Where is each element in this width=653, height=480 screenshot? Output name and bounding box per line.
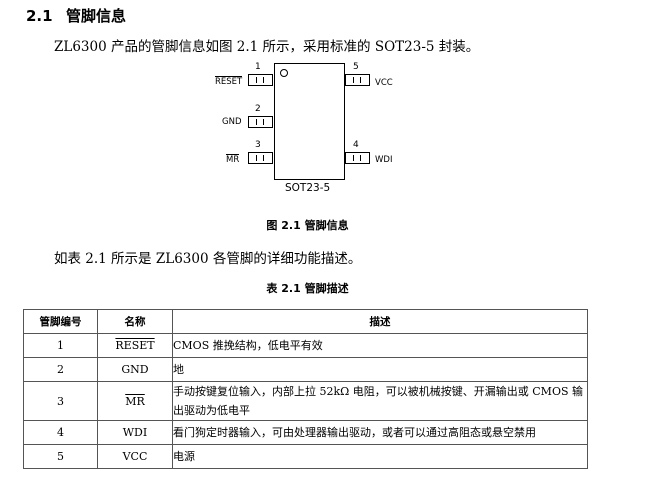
cell-pin-name: RESET xyxy=(115,339,155,352)
package-label: SOT23-5 xyxy=(285,182,331,194)
section-heading: 2.1 管脚信息 xyxy=(26,5,126,26)
cell-description: 地 xyxy=(172,357,588,382)
table-row: 5 VCC 电源 xyxy=(23,444,588,469)
pin-4-name: WDI xyxy=(375,155,393,165)
pin1-indicator-dot xyxy=(280,69,288,77)
cell-pin-name: GND xyxy=(97,357,173,382)
pin-3-name: MR xyxy=(226,154,240,165)
cell-pin-number: 2 xyxy=(23,357,98,382)
table-row: 3 MR 手动按键复位输入，内部上拉 52kΩ 电阻，可以被机械按键、开漏输出或… xyxy=(23,381,588,421)
pin-3-lead xyxy=(248,152,273,164)
header-description: 描述 xyxy=(172,309,588,334)
cell-description: 看门狗定时器输入，可由处理器输出驱动，或者可以通过高阻态或悬空禁用 xyxy=(172,420,588,445)
cell-pin-number: 4 xyxy=(23,420,98,445)
chip-body xyxy=(274,63,345,180)
cell-pin-number: 5 xyxy=(23,444,98,469)
section-number: 2.1 xyxy=(26,7,53,25)
cell-pin-number: 3 xyxy=(23,381,98,421)
section-title: 管脚信息 xyxy=(66,7,127,25)
header-name: 名称 xyxy=(97,309,173,334)
pin-description-table: 管脚编号 名称 描述 1 RESET CMOS 推挽结构，低电平有效 2 GND… xyxy=(23,309,588,469)
pin-4-number: 4 xyxy=(353,140,359,150)
cell-pin-name: VCC xyxy=(97,444,173,469)
table-row: 4 WDI 看门狗定时器输入，可由处理器输出驱动，或者可以通过高阻态或悬空禁用 xyxy=(23,420,588,445)
table-caption: 表 2.1 管脚描述 xyxy=(266,282,349,295)
pin-1-number: 1 xyxy=(255,62,261,72)
cell-pin-name: WDI xyxy=(97,420,173,445)
intro-paragraph: ZL6300 产品的管脚信息如图 2.1 所示，采用标准的 SOT23-5 封装… xyxy=(54,39,480,55)
pin-1-name: RESET xyxy=(215,76,243,87)
figure-caption: 图 2.1 管脚信息 xyxy=(266,219,349,232)
pin-1-lead xyxy=(248,74,273,86)
table-row: 1 RESET CMOS 推挽结构，低电平有效 xyxy=(23,333,588,358)
cell-description: CMOS 推挽结构，低电平有效 xyxy=(172,333,588,358)
cell-pin-name: MR xyxy=(125,394,145,408)
table-row: 2 GND 地 xyxy=(23,357,588,382)
pin-2-name: GND xyxy=(222,117,242,127)
table-header-row: 管脚编号 名称 描述 xyxy=(23,309,588,334)
pin-5-number: 5 xyxy=(353,62,359,72)
pin-3-number: 3 xyxy=(255,140,261,150)
cell-pin-number: 1 xyxy=(23,333,98,358)
pin-2-lead xyxy=(248,116,273,128)
cell-description: 电源 xyxy=(172,444,588,469)
header-pin-number: 管脚编号 xyxy=(23,309,98,334)
cell-description: 手动按键复位输入，内部上拉 52kΩ 电阻，可以被机械按键、开漏输出或 CMOS… xyxy=(172,381,588,421)
pin-4-lead xyxy=(345,152,370,164)
table-intro-paragraph: 如表 2.1 所示是 ZL6300 各管脚的详细功能描述。 xyxy=(54,251,362,267)
pin-2-number: 2 xyxy=(255,104,261,114)
pin-5-name: VCC xyxy=(375,78,393,88)
pin-5-lead xyxy=(345,74,370,86)
